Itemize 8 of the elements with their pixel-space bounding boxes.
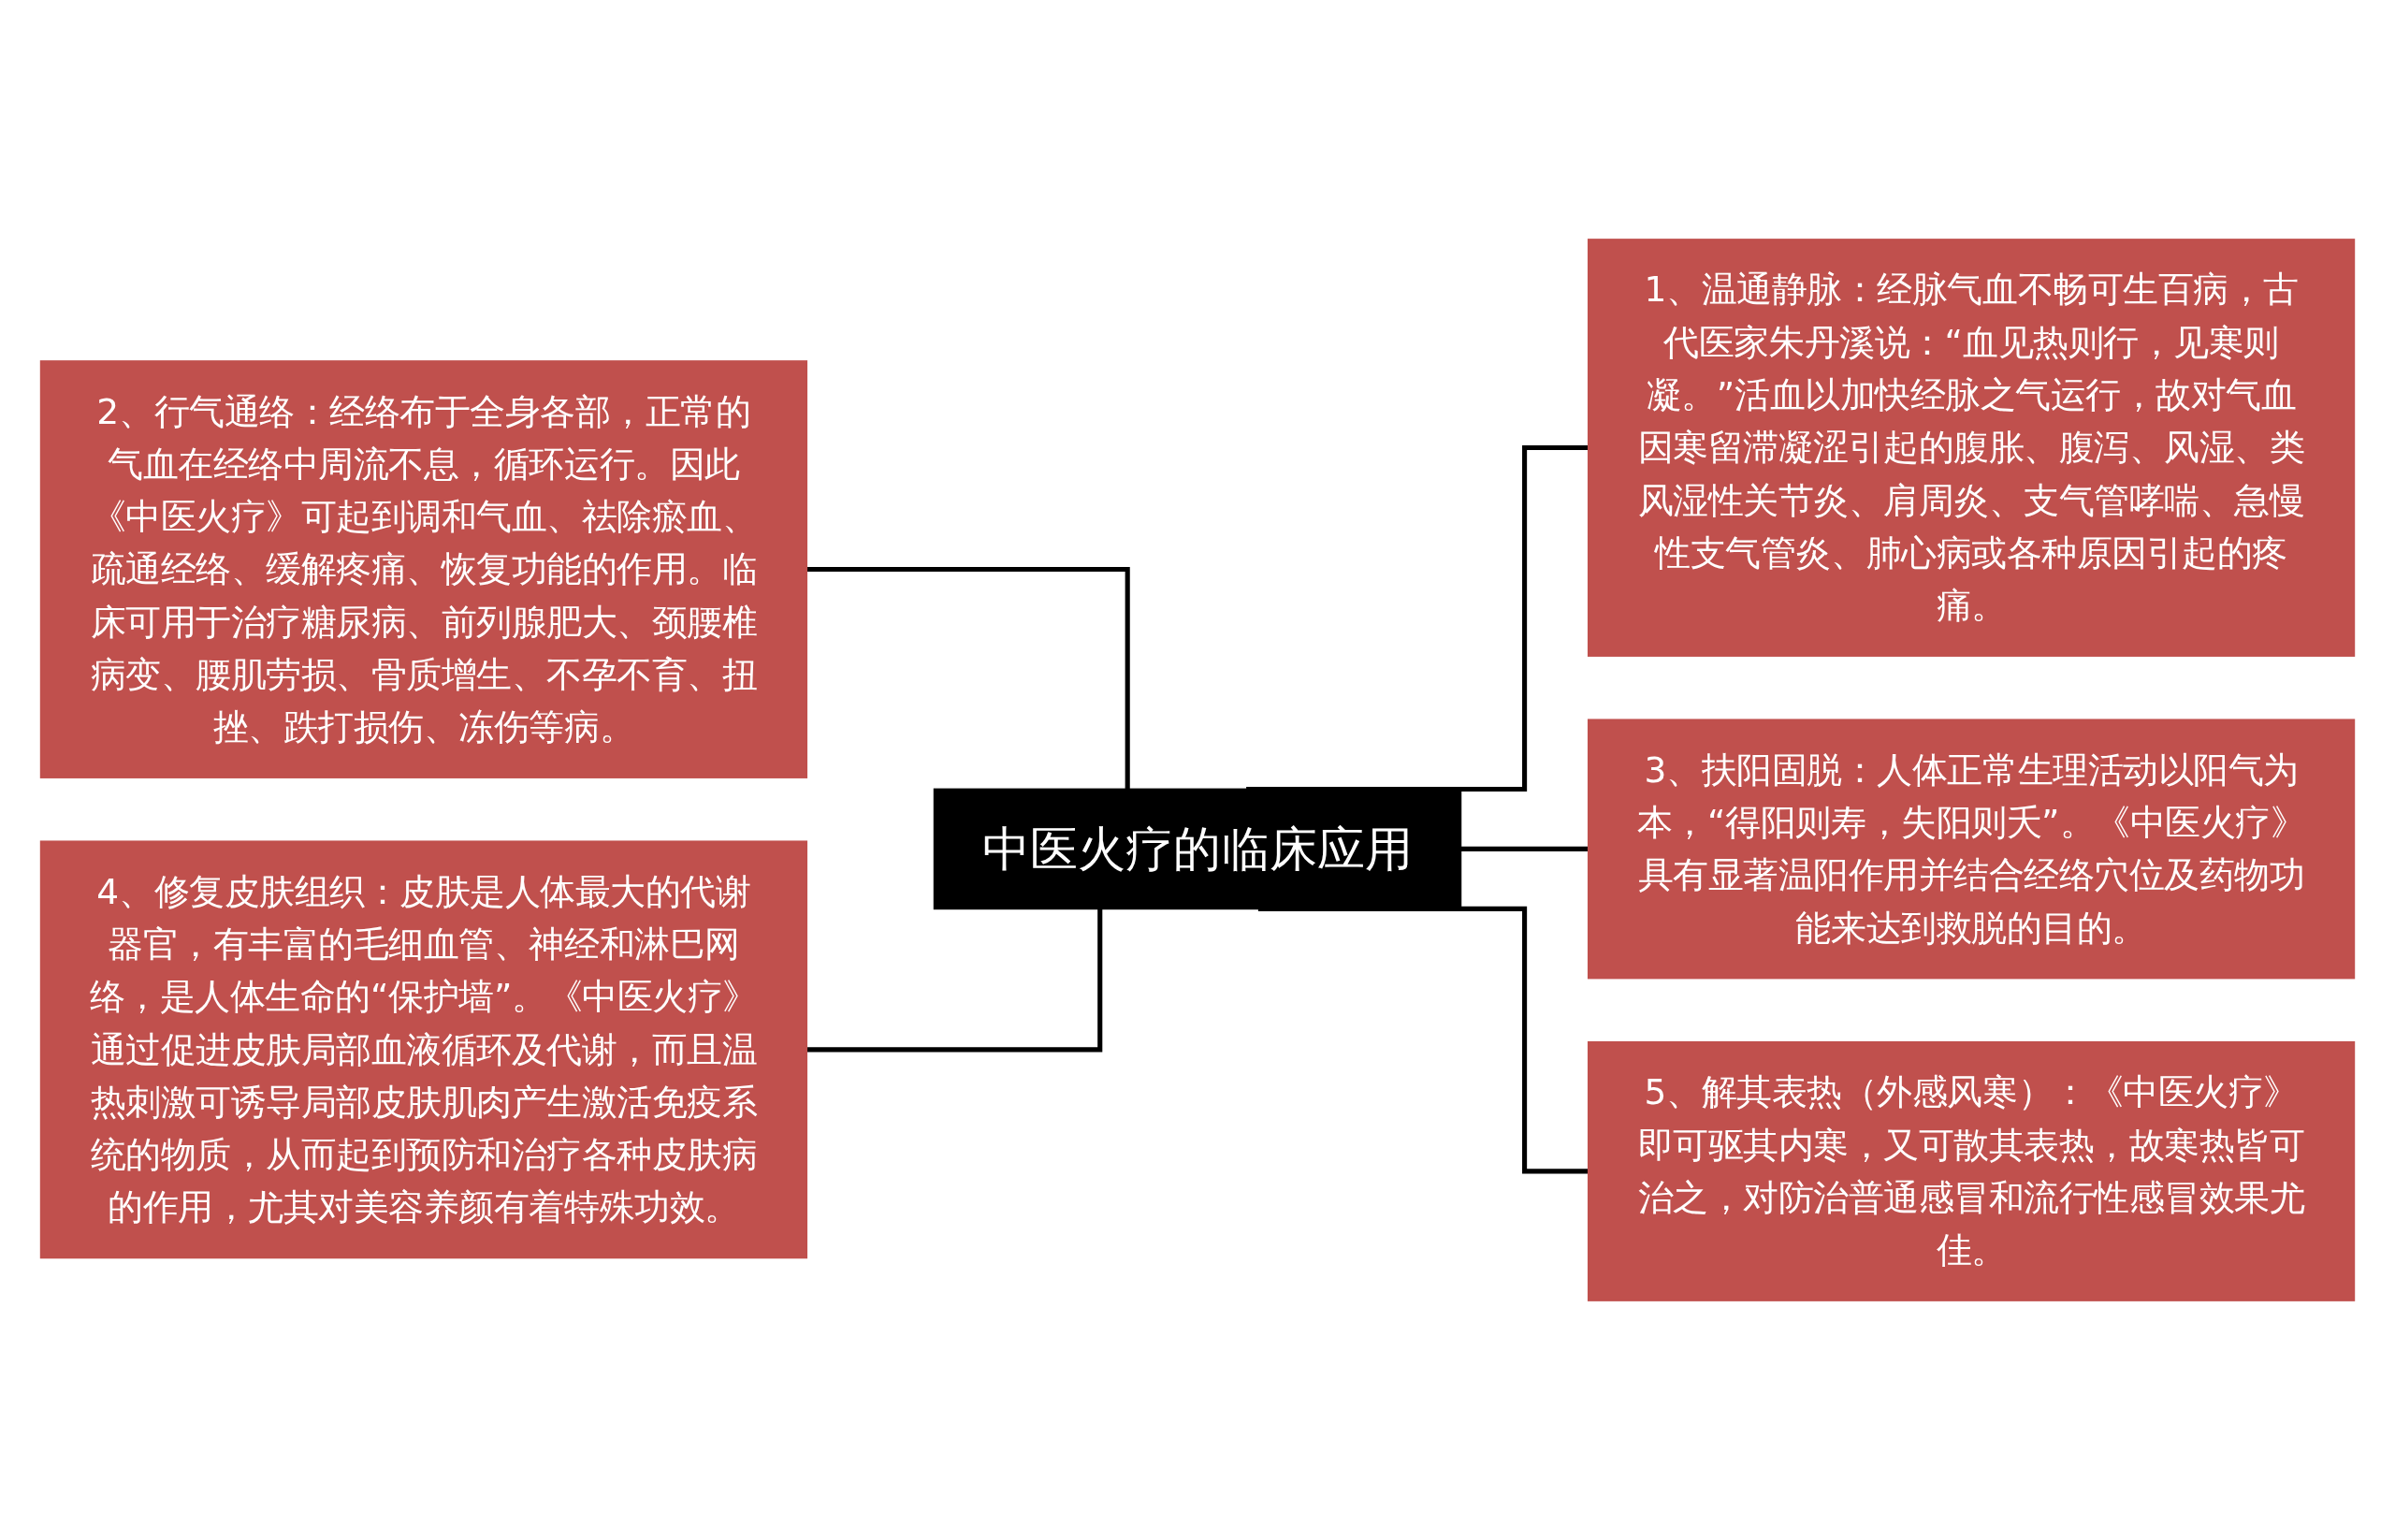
connector xyxy=(806,908,1103,1053)
node-box: 中医火疗的临床应用 xyxy=(933,788,1462,910)
node-box: 3、扶阳固脱：人体正常生理活动以阳气为本，“得阳则寿，失阳则夭”。《中医火疗》具有显著温阳作用并结合经络穴位及药物功能来达到救脱的目的。 xyxy=(1587,719,2356,980)
connector xyxy=(806,567,1130,790)
node-box: 5、解其表热（外感风寒）：《中医火疗》即可驱其内寒，又可散其表热，故寒热皆可治之，对防治普通感冒和流行性感冒效果尤佳。 xyxy=(1587,1040,2356,1301)
node-box: 4、修复皮肤组织：皮肤是人体最大的代谢器官，有丰富的毛细血管、神经和淋巴网络，是人体生命的“保护墙”。《中医火疗》通过促进皮肤局部血液循环及代谢，而且温热刺激可诱导局部皮肤肌肉产生激活免疫系统的物质，从而起到预防和治疗各种皮肤病的作用，尤其对美容养颜有着特殊功效。 xyxy=(39,840,808,1259)
node-box: 2、行气通络：经络布于全身各部，正常的气血在经络中周流不息，循环运行。因此《中医火疗》可起到调和气血、祛除瘀血、疏通经络、缓解疼痛、恢复功能的作用。临床可用于治疗糖尿病、前列腺肥大、颈腰椎病变、腰肌劳损、骨质增生、不孕不育、扭挫、跌打损伤、冻伤等病。 xyxy=(39,360,808,778)
node-box: 1、温通静脉：经脉气血不畅可生百病，古代医家朱丹溪说：“血见热则行，见寒则凝。”活血以加快经脉之气运行，故对气血因寒留滞凝涩引起的腹胀、腹泻、风湿、类风湿性关节炎、肩周炎、支气管哮喘、急慢性支气管炎、肺心病或各种原因引起的疼痛。 xyxy=(1587,239,2356,657)
